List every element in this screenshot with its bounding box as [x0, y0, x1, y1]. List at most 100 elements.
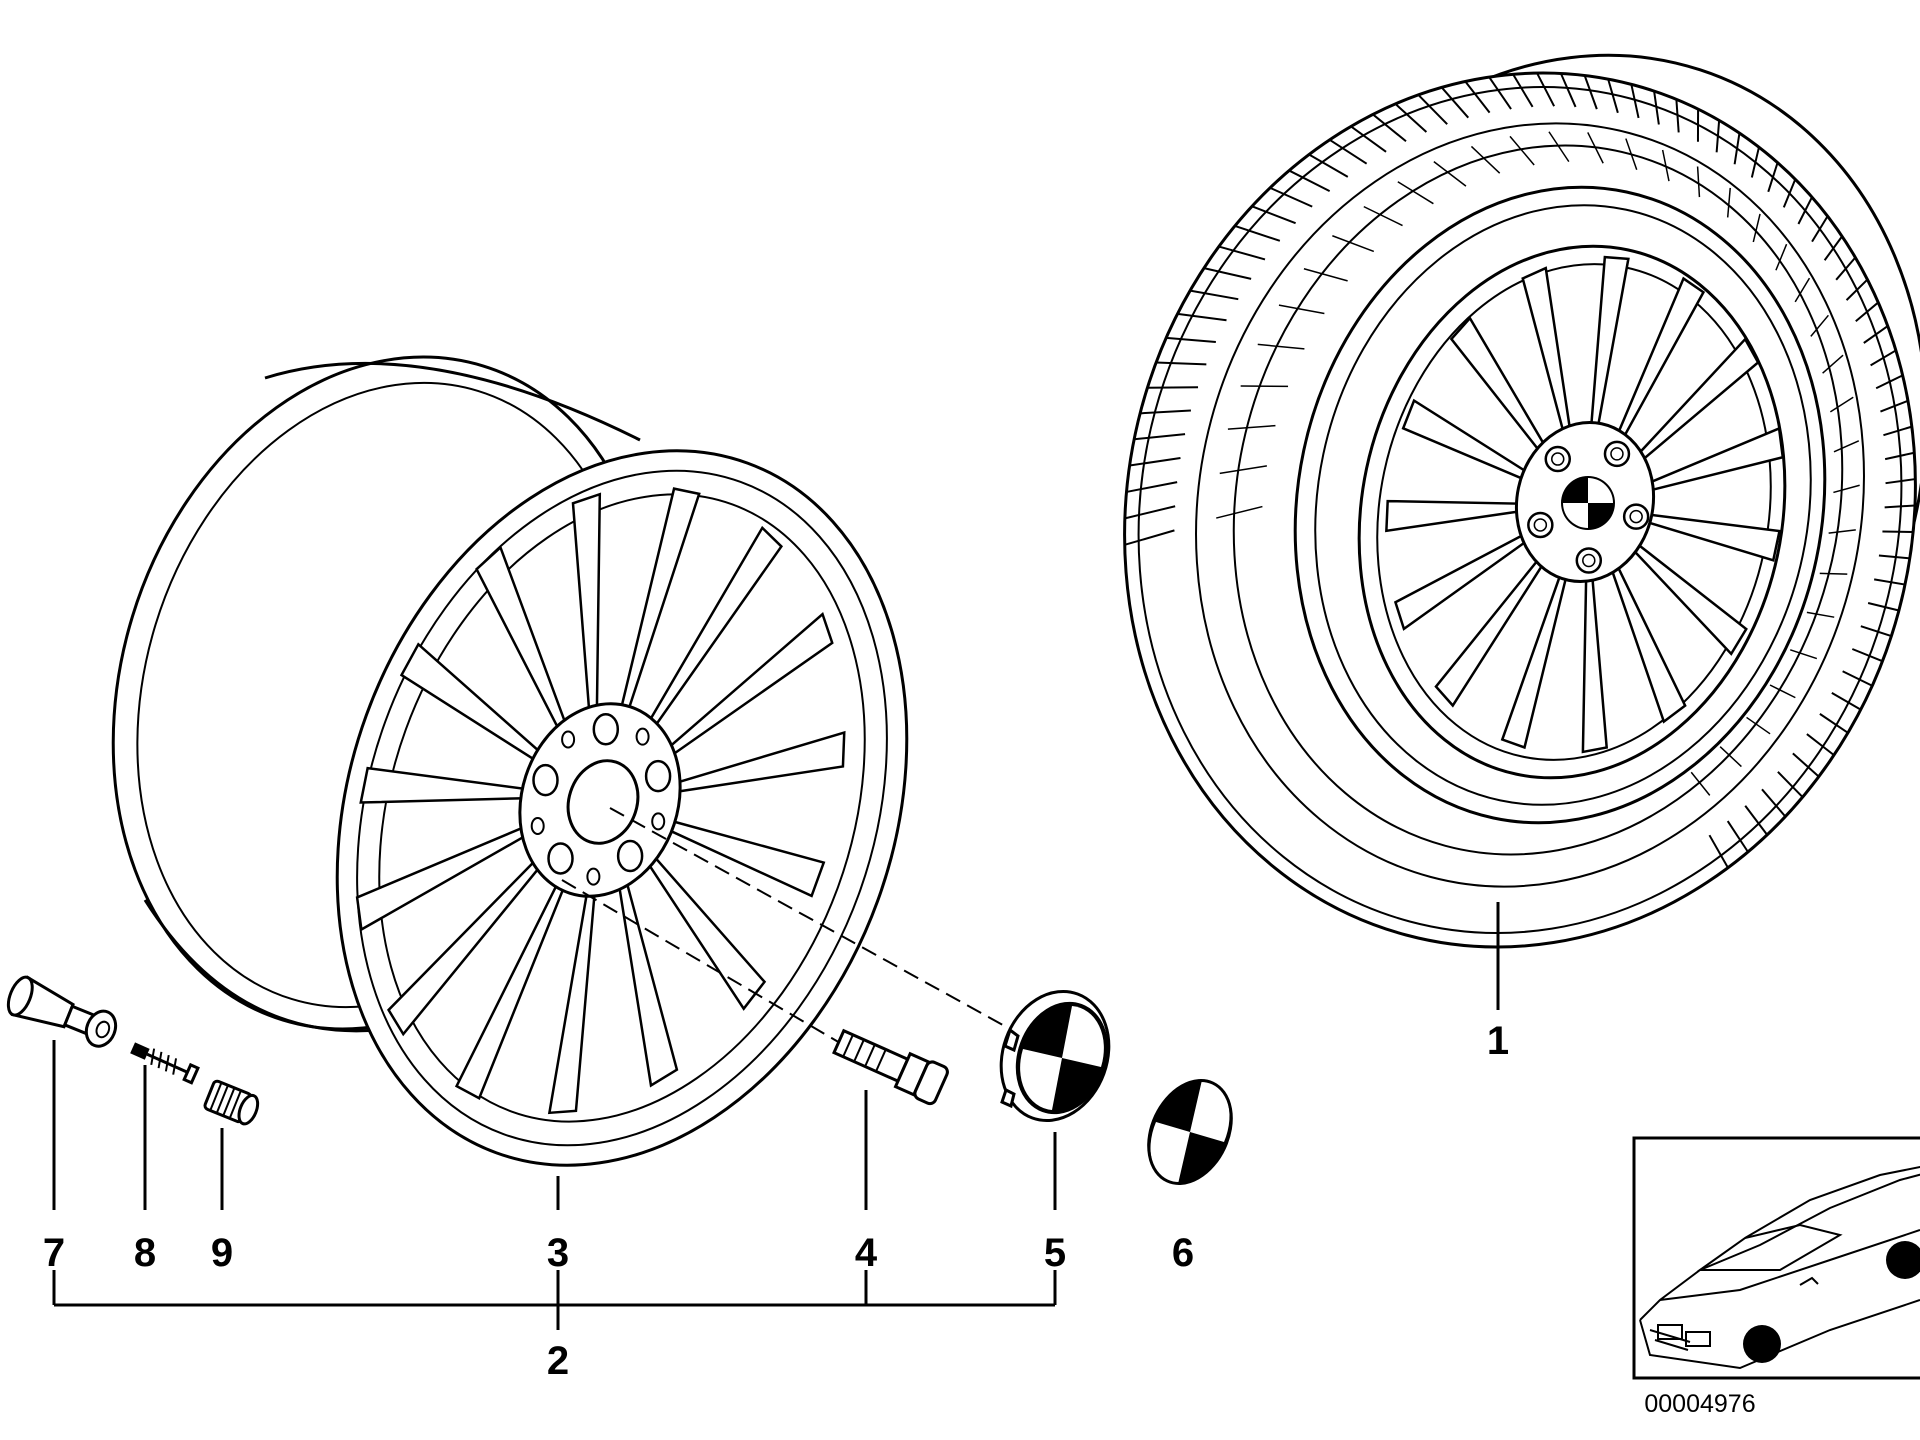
- tread-block: [1218, 245, 1266, 261]
- callout-1: 1: [1487, 1019, 1509, 1063]
- bolt-hole: [644, 759, 672, 793]
- tread-block: [1189, 289, 1239, 301]
- tread-block: [1607, 78, 1619, 114]
- wheel-nut: [1603, 440, 1631, 468]
- tread-block: [1884, 451, 1915, 461]
- tread-block: [1512, 73, 1534, 108]
- tread-block: [1767, 162, 1779, 193]
- small-hole: [635, 727, 650, 746]
- tread-block: [1129, 457, 1181, 467]
- tread-sipe: [1696, 166, 1701, 198]
- tread-sipe: [1833, 484, 1860, 494]
- wheel-nut-center: [1533, 518, 1548, 532]
- tread-sipe: [1746, 716, 1771, 735]
- wheel-nut: [1544, 445, 1572, 473]
- tread-block: [1675, 99, 1680, 133]
- tread-block: [1488, 76, 1512, 110]
- tread-sipe: [1227, 424, 1276, 430]
- tread-sipe: [1822, 354, 1844, 374]
- hub-emblem-icon: [1561, 476, 1615, 530]
- tread-sipe: [1278, 304, 1325, 315]
- tread-block: [1792, 752, 1820, 778]
- tread-block: [1350, 125, 1387, 153]
- tread-sipe: [1794, 277, 1811, 303]
- tread-block: [1251, 205, 1296, 225]
- assembly-line-bolt: [561, 879, 853, 1051]
- tread-block: [1851, 648, 1883, 663]
- tread-block: [1831, 692, 1862, 711]
- tread-block: [1863, 325, 1889, 344]
- bolt-hole: [532, 763, 559, 797]
- tread-block: [1777, 771, 1804, 798]
- tread-sipe: [1690, 771, 1711, 796]
- tread-sipe: [1397, 181, 1434, 205]
- tread-sipe: [1719, 746, 1742, 768]
- assembly-line-hubcap: [609, 807, 1031, 1041]
- tread-sipe: [1625, 138, 1638, 171]
- callout-8: 8: [134, 1231, 156, 1275]
- tread-sipe: [1470, 145, 1501, 174]
- wheel-nut: [1575, 547, 1603, 574]
- tread-block: [1177, 312, 1227, 322]
- tread-block: [1797, 196, 1813, 225]
- tread-block: [1124, 505, 1176, 520]
- tread-sipe: [1726, 187, 1731, 218]
- tread-sipe: [1828, 529, 1856, 534]
- tread-sipe: [1303, 268, 1348, 282]
- tread-block: [1860, 625, 1892, 638]
- wheel-nut-center: [1610, 447, 1624, 461]
- bolt-holes: [530, 712, 672, 886]
- car-thumbnail-icon: [1632, 1136, 1920, 1380]
- tread-block: [1166, 336, 1216, 343]
- tread-block: [1203, 267, 1252, 280]
- tread-sipe: [1833, 440, 1860, 453]
- tread-block: [1583, 75, 1598, 110]
- tread-block: [1464, 80, 1491, 114]
- hub-cap-icon: [999, 989, 1111, 1123]
- tread-sipe: [1769, 684, 1796, 699]
- tread-block: [1819, 713, 1849, 734]
- bolt-hole: [616, 839, 644, 873]
- tread-block: [1288, 169, 1331, 193]
- callout-5: 5: [1044, 1231, 1066, 1275]
- valve-stem-icon: [6, 975, 118, 1048]
- tread-block: [1782, 178, 1797, 208]
- wheel-nut: [1527, 511, 1554, 539]
- bolt-hole: [547, 842, 574, 875]
- wheel-bolt-icon: [832, 1028, 949, 1106]
- tread-block: [1885, 478, 1916, 485]
- tread-block: [1140, 409, 1191, 415]
- tread-block: [1708, 834, 1729, 869]
- tread-sipe: [1587, 132, 1604, 164]
- tread-block: [1269, 186, 1313, 208]
- tread-block: [1394, 103, 1428, 133]
- tread-sipe: [1548, 131, 1570, 163]
- tread-sipe: [1433, 161, 1467, 187]
- tread-block: [1134, 433, 1186, 441]
- tread-block: [1440, 86, 1470, 119]
- bolt-hole: [592, 712, 620, 746]
- tread-pattern: [1124, 72, 1916, 869]
- valve-core-icon: [130, 1042, 200, 1085]
- tread-sipe: [1509, 135, 1535, 166]
- tread-block: [1880, 399, 1909, 413]
- tread-sipe: [1829, 396, 1854, 413]
- tread-block: [1870, 349, 1897, 367]
- tread-block: [1875, 374, 1904, 390]
- wheel-nut: [1622, 503, 1650, 530]
- alloy-rim-icon: [111, 355, 909, 1167]
- wheel-tire-assembly-icon: [1123, 53, 1920, 949]
- rim-spokes: [355, 487, 846, 1115]
- tread-block: [1806, 733, 1835, 756]
- small-hole: [530, 816, 545, 835]
- tread-block: [1883, 425, 1913, 437]
- callout-9: 9: [211, 1231, 233, 1275]
- tread-sipe: [1216, 505, 1263, 519]
- emblem-badge-icon: [1147, 1078, 1233, 1186]
- tread-sipe: [1819, 572, 1848, 575]
- tread-block: [1733, 132, 1741, 165]
- tread-block: [1835, 256, 1857, 281]
- tread-block: [1750, 146, 1760, 178]
- tread-block: [1873, 578, 1906, 586]
